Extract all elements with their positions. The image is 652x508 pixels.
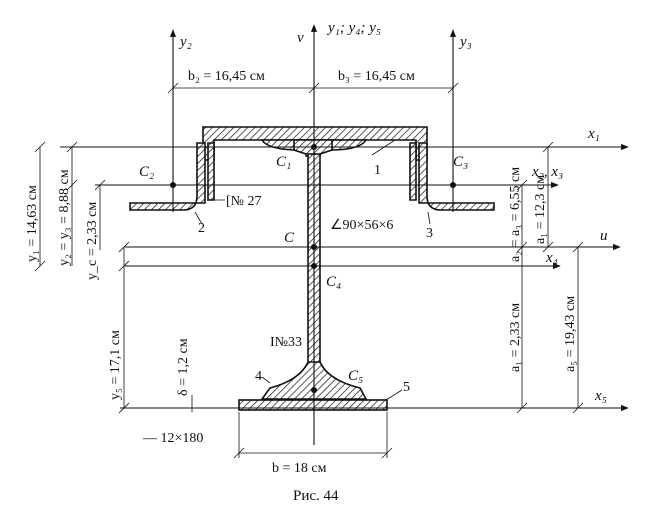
label-c4: C₄ (326, 274, 341, 290)
dim-b3: b₃ = 16,45 см (338, 69, 415, 84)
point-c3 (450, 182, 456, 188)
label-part-4: 4 (255, 369, 262, 384)
centroid-labels: C₁ C₂ C₃ C C₄ C₅ (139, 154, 468, 384)
dimension-labels: b₂ = 16,45 см b₃ = 16,45 см b = 18 см y₁… (25, 69, 578, 476)
label-part-1: 1 (374, 163, 381, 178)
angle-right-shape (418, 142, 495, 211)
dim-y2y3: y₂ = y₃ = 8,88 см (57, 169, 72, 266)
point-c5 (311, 387, 317, 393)
dim-y5: y₅ = 17,1 см (108, 330, 123, 400)
label-angle: ∠90×56×6 (330, 218, 393, 233)
angle-left-shape (129, 142, 206, 211)
label-y2: y₂ (178, 34, 192, 50)
label-part-5: 5 (403, 380, 410, 395)
dim-b2: b₂ = 16,45 см (188, 69, 265, 84)
label-c2: C₂ (139, 164, 154, 180)
label-c: C (284, 230, 295, 246)
axis-labels: y₂ y₃ v y₁; y₄; y₅ x₁ x₂, x₃ u x₄ x₅ (178, 20, 608, 404)
label-plate: — 12×180 (142, 431, 203, 446)
centroid-points (170, 144, 456, 393)
point-c (311, 244, 317, 250)
label-part-3: 3 (426, 226, 433, 241)
label-v: v (297, 30, 304, 46)
label-y145: y₁; y₄; y₅ (326, 20, 381, 36)
label-x5: x₅ (594, 388, 607, 404)
angle-right-inner (409, 142, 417, 201)
label-channel: [№ 27 (226, 194, 262, 209)
steel-section (129, 126, 495, 411)
dim-delta: δ = 1,2 см (176, 338, 191, 396)
dimension-lines (34, 82, 584, 459)
point-c2 (170, 182, 176, 188)
label-x2x3: x₂, x₃ (531, 164, 563, 180)
dim-yc: y_c = 2,33 см (85, 202, 100, 280)
dim-y1: y₁ = 14,63 см (25, 185, 40, 262)
point-c1 (311, 144, 317, 150)
point-c4 (311, 263, 317, 269)
label-c5: C₅ (348, 368, 363, 384)
label-c3: C₃ (453, 154, 468, 170)
dim-a5: a₅ = 19,43 см (563, 296, 578, 372)
dim-a2a3: a₂ = a₃ = 6,55 см (508, 167, 523, 262)
label-x1: x₁ (587, 126, 600, 142)
bottom-plate (238, 399, 388, 411)
figure-caption: Рис. 44 (293, 488, 339, 504)
part-labels: 1 2 3 4 5 [№ 27 ∠90×56×6 I№33 — 12×180 (142, 163, 433, 446)
label-part-2: 2 (198, 221, 205, 236)
label-x4: x₄ (545, 250, 558, 266)
label-y3: y₃ (458, 34, 472, 50)
channel-top-shape (202, 126, 428, 161)
dim-a1-top: a₁ = 12,3 см (533, 175, 548, 244)
dim-b: b = 18 см (272, 461, 327, 476)
dim-a1-low: a₁ = 2,33 см (508, 303, 523, 372)
angle-left-inner (207, 142, 215, 201)
label-ibeam: I№33 (270, 335, 302, 350)
label-u: u (600, 228, 608, 244)
label-c1: C₁ (276, 154, 291, 170)
